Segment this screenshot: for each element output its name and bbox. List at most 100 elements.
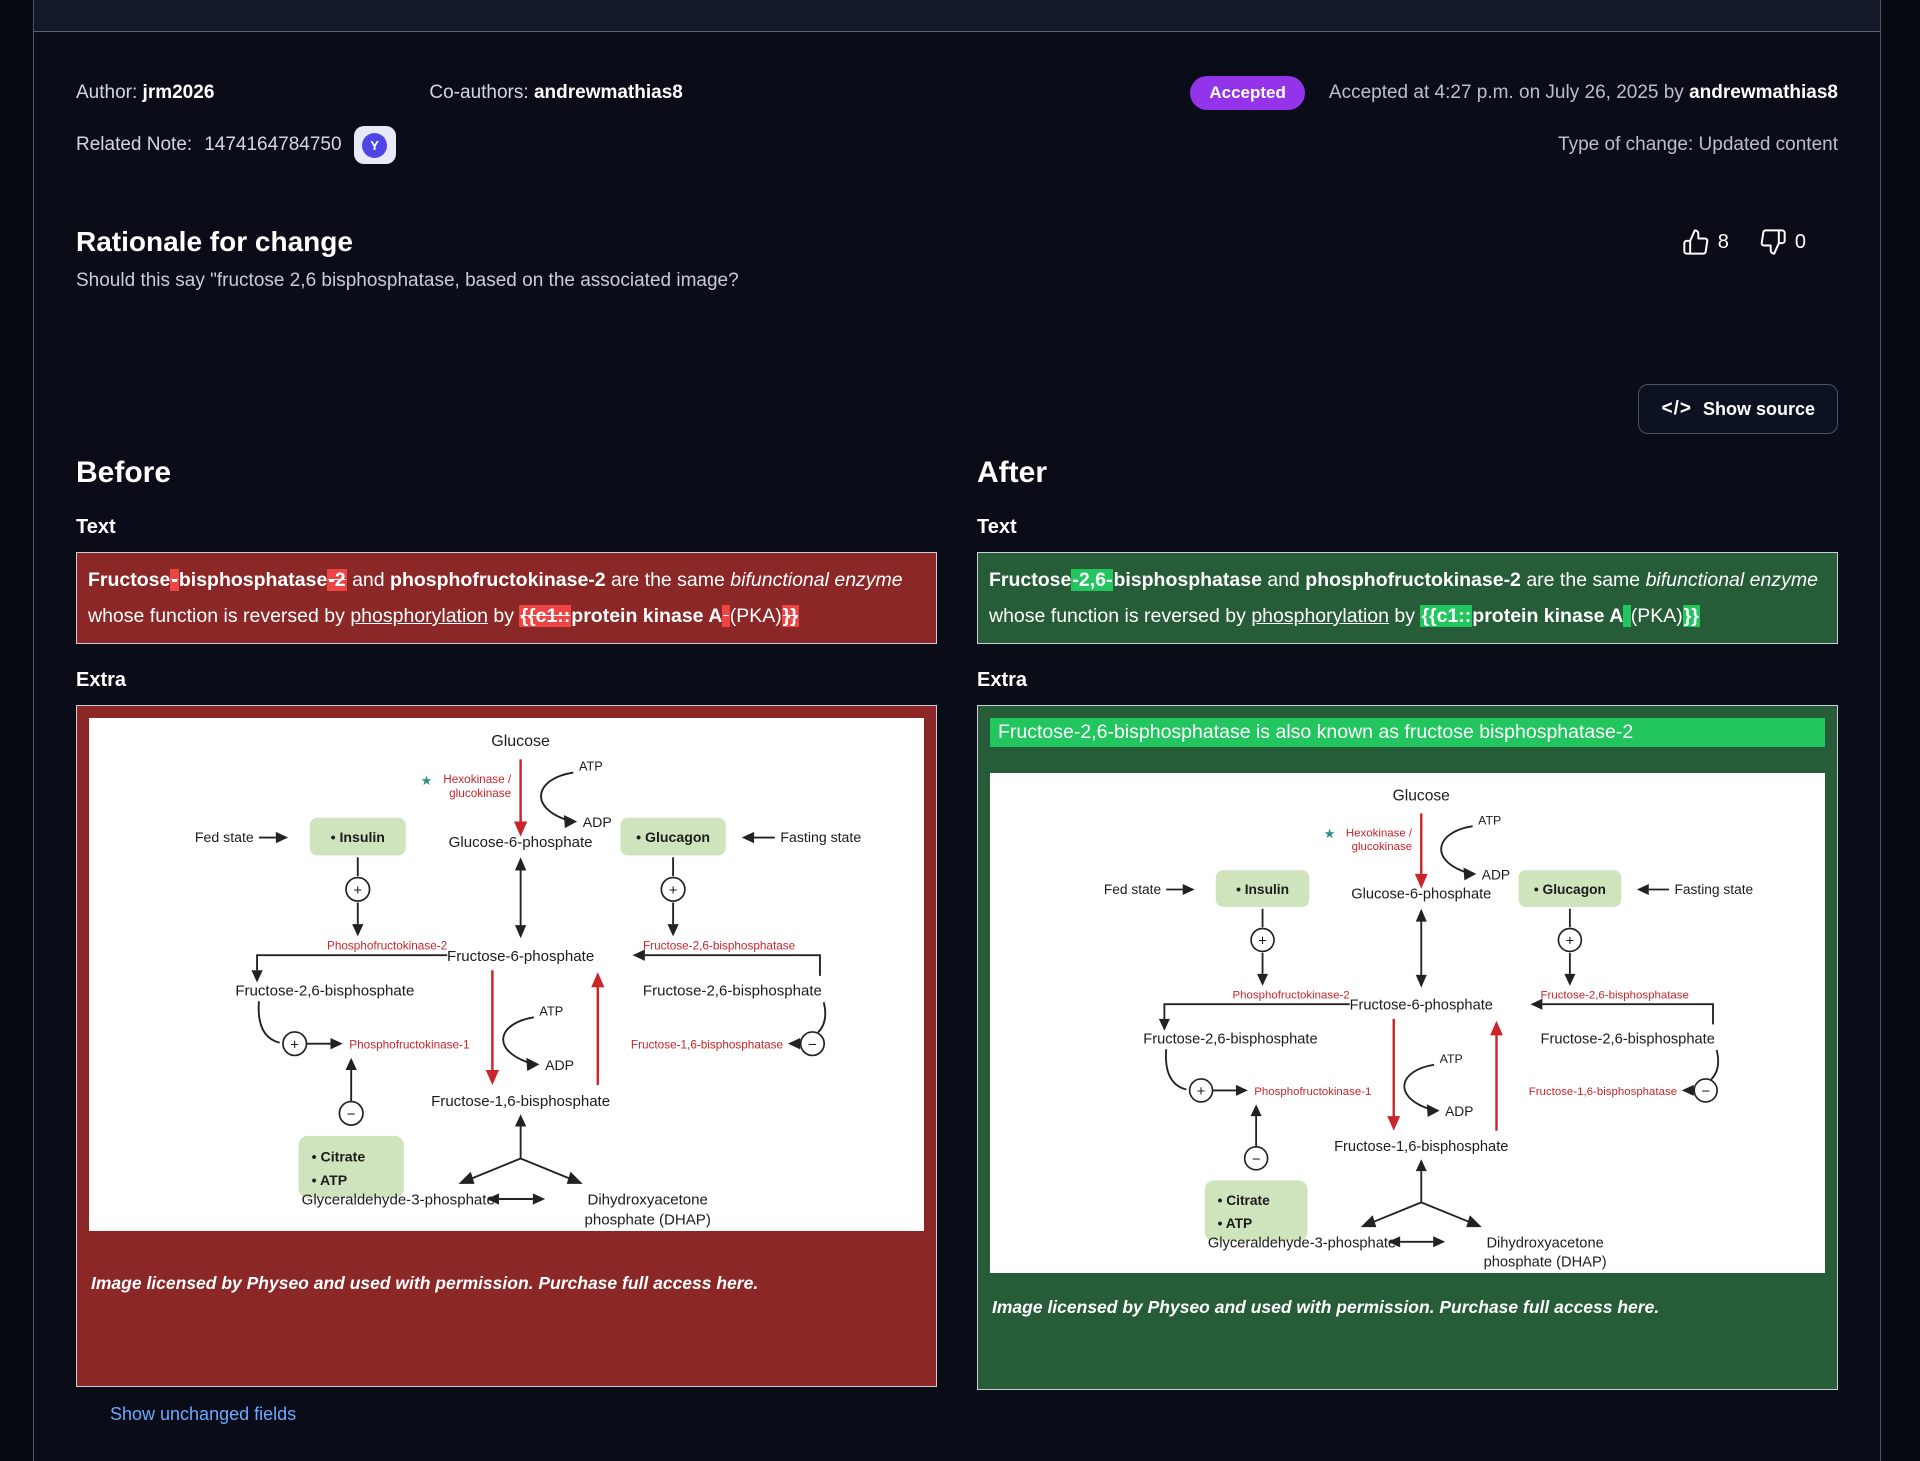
svg-text:glucokinase: glucokinase [449,787,512,800]
diff-segment-inserted [1623,605,1631,627]
svg-text:ATP: ATP [1440,1052,1463,1066]
diff-segment: are the same [605,569,731,591]
diff-segment-inserted: }} [1682,605,1700,627]
after-extra-image: Glucose ATP ADP ★ Hexokinase / glucokina… [990,773,1825,1273]
diff-segment-link: phosphorylation [350,605,488,627]
svg-text:Fructose-2,6-bisphosphate: Fructose-2,6-bisphosphate [1541,1032,1715,1048]
coauthors-field: Co-authors: andrewmathias8 [429,82,682,104]
show-source-button[interactable]: </> Show source [1638,384,1838,434]
diff-segment-deleted [722,605,730,627]
svg-text:Hexokinase /: Hexokinase / [443,773,512,786]
before-text-box: Fructose-bisphosphatase-2 and phosphofru… [76,552,937,644]
svg-text:Fructose-2,6-bisphosphate: Fructose-2,6-bisphosphate [235,983,414,1000]
star-icon: ★ [421,773,433,788]
svg-text:• Insulin: • Insulin [1236,882,1289,897]
diff-segment: phosphofructokinase-2 [390,569,606,591]
svg-text:ATP: ATP [579,760,603,774]
svg-text:• Insulin: • Insulin [331,829,385,845]
svg-text:• Citrate: • Citrate [312,1148,366,1164]
diff-segment: phosphofructokinase-2 [1305,569,1521,591]
thumbs-up-button[interactable]: 8 [1682,228,1729,256]
svg-text:Fructose-2,6-bisphosphatase: Fructose-2,6-bisphosphatase [643,940,796,953]
svg-text:−: − [1701,1084,1710,1100]
diff-segment: bisphosphatase [178,569,328,591]
svg-text:Fasting state: Fasting state [1674,882,1753,897]
svg-text:• ATP: • ATP [312,1172,348,1188]
svg-text:• Glucagon: • Glucagon [636,829,710,845]
svg-text:ADP: ADP [545,1057,574,1073]
svg-text:Glucose: Glucose [491,733,550,750]
diff-segment: bifunctional enzyme [730,569,903,591]
after-text-box: Fructose-2,6-bisphosphatase and phosphof… [977,552,1838,644]
diff-segment-deleted: - [170,569,179,591]
svg-text:Dihydroxyacetone: Dihydroxyacetone [1486,1235,1603,1251]
star-icon: ★ [1324,826,1336,841]
before-extra-image: Glucose ATP ADP ★ Hexokinase / glucokina… [89,718,924,1231]
svg-text:Fed state: Fed state [195,829,254,845]
svg-text:+: + [353,882,362,899]
code-icon: </> [1661,398,1692,419]
type-of-change-label: Type of change: [1558,134,1694,155]
svg-text:Fructose-2,6-bisphosphatase: Fructose-2,6-bisphosphatase [1541,990,1689,1002]
author-field: Author: jrm2026 [76,82,214,104]
svg-text:ADP: ADP [1482,867,1510,882]
change-review-card: Author: jrm2026 Co-authors: andrewmathia… [33,0,1881,1461]
svg-text:Phosphofructokinase-1: Phosphofructokinase-1 [1254,1086,1371,1098]
svg-text:Fructose-6-phosphate: Fructose-6-phosphate [1350,998,1493,1014]
svg-text:Phosphofructokinase-1: Phosphofructokinase-1 [349,1038,469,1051]
svg-text:+: + [290,1036,299,1053]
ankihub-logo-icon: Y [362,132,388,158]
before-image-caption: Image licensed by Physeo and used with p… [91,1273,759,1293]
svg-text:• Glucagon: • Glucagon [1534,882,1606,897]
extra-field-label-after: Extra [977,669,1028,691]
svg-text:glucokinase: glucokinase [1352,841,1413,853]
rationale-text: Should this say "fructose 2,6 bisphospha… [76,270,739,291]
meta-subheader: Related Note: 1474164784750 Y Type of ch… [76,126,1838,164]
svg-text:+: + [669,882,678,899]
after-extra-inserted-line: Fructose-2,6-bisphosphatase is also know… [990,718,1825,747]
rationale-title: Rationale for change [76,226,353,257]
accepted-at-prefix: Accepted at 4:27 p.m. on July 26, 2025 b… [1328,82,1684,103]
card-top-strip [34,0,1880,32]
diff-segment: bisphosphatase [1113,569,1262,591]
diff-segment: Fructose [88,569,171,591]
open-note-button[interactable]: Y [353,126,396,164]
svg-text:Hexokinase /: Hexokinase / [1346,827,1413,839]
show-source-label: Show source [1702,398,1815,419]
thumbs-up-icon [1683,229,1709,255]
coauthors-label: Co-authors: [429,82,529,103]
svg-text:+: + [1566,933,1575,949]
svg-text:Fructose-2,6-bisphosphate: Fructose-2,6-bisphosphate [643,983,822,1000]
downvote-count: 0 [1794,230,1806,253]
accepted-by-user: andrewmathias8 [1689,82,1838,103]
svg-text:ADP: ADP [583,814,612,830]
upvote-count: 8 [1717,230,1729,253]
diff-segment: protein kinase A [571,605,723,627]
diff-columns: Before Text Fructose-bisphosphatase-2 an… [76,456,1838,1390]
diff-segment: whose function is reversed by [989,605,1252,627]
related-note-id: 1474164784750 [204,134,342,155]
thumbs-down-button[interactable]: 0 [1759,228,1806,256]
svg-text:Fructose-1,6-bisphosphate: Fructose-1,6-bisphosphate [431,1093,610,1110]
text-field-label-before: Text [76,516,116,538]
svg-text:−: − [347,1106,356,1123]
related-note-label: Related Note: [76,134,193,155]
after-image-caption: Image licensed by Physeo and used with p… [992,1297,1660,1317]
svg-text:Glucose-6-phosphate: Glucose-6-phosphate [449,834,593,851]
svg-text:Fasting state: Fasting state [780,829,861,845]
before-extra-box: Glucose ATP ADP ★ Hexokinase / glucokina… [76,705,937,1387]
vote-controls: 8 0 [1682,228,1806,256]
svg-text:+: + [1197,1084,1206,1100]
meta-header: Author: jrm2026 Co-authors: andrewmathia… [76,76,1838,110]
svg-text:Phosphofructokinase-2: Phosphofructokinase-2 [1233,990,1350,1002]
after-title: After [977,456,1048,489]
after-column: After Text Fructose-2,6-bisphosphatase a… [977,456,1838,1390]
svg-text:Dihydroxyacetone: Dihydroxyacetone [587,1192,707,1209]
before-title: Before [76,456,172,489]
show-unchanged-fields-link[interactable]: Show unchanged fields [110,1404,297,1424]
diff-segment-deleted: -2 [327,569,347,591]
coauthors-value: andrewmathias8 [533,82,683,103]
diff-segment-deleted: {{c1:: [519,605,572,627]
svg-text:ATP: ATP [539,1004,563,1018]
svg-text:phosphate (DHAP): phosphate (DHAP) [585,1211,711,1228]
